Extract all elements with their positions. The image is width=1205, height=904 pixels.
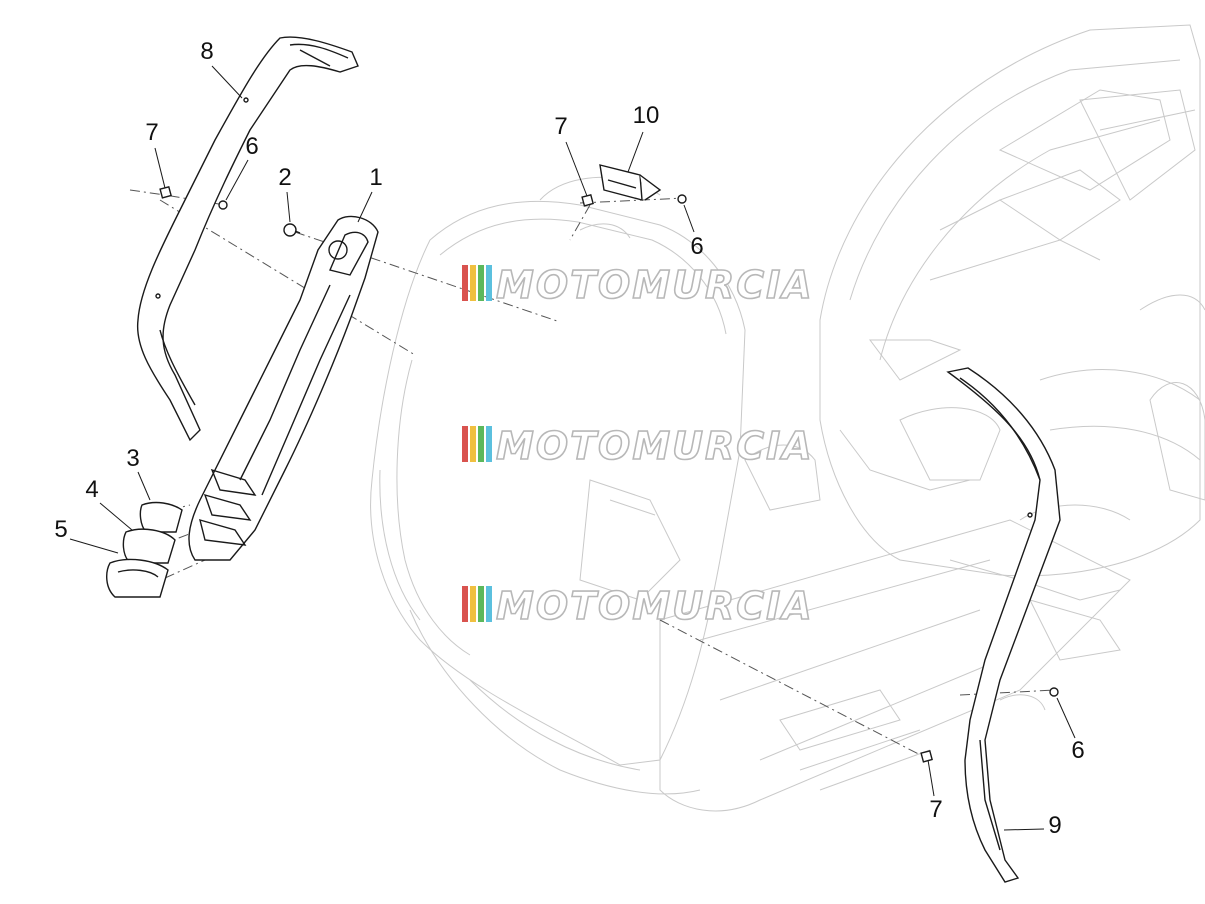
watermark-text: MOTOMURCIA [496,424,814,468]
watermark-stripe [486,426,492,462]
callout-leader-c7b [565,141,588,197]
callout-leader-c6b [683,204,695,233]
part-9-right-trim [946,367,1061,883]
callout-leader-c9 [1003,828,1045,831]
callout-leader-c2 [286,191,291,223]
callout-label-c7b: 7 [554,113,567,140]
part-10-bracket [599,164,662,201]
scooter-body-outline [370,24,1205,812]
watermark-stripe [462,586,468,622]
watermark-stripe [462,265,468,301]
callout-leader-c3 [137,471,151,501]
callout-labels: 1 2 3 45 6 6 6 7 7 7 8 9 10 [54,38,1084,839]
callout-leader-c6a [225,159,249,201]
watermark-stripe [478,265,484,301]
callout-label-c4: 4 [85,476,98,503]
watermark-text: MOTOMURCIA [496,584,814,628]
callout-label-c2: 2 [278,164,291,191]
callout-label-c3: 3 [126,445,139,472]
watermark-top: MOTOMURCIA [462,262,814,308]
part-8-left-trim [136,36,359,442]
part-5-badge [106,558,169,598]
callout-label-c1: 1 [369,164,382,191]
watermark-stripe [462,426,468,462]
callout-label-c5: 5 [54,516,67,543]
watermark-stripe [486,586,492,622]
watermark-stripe [470,426,476,462]
callout-label-c7a: 7 [145,119,158,146]
callout-leader-c5 [69,538,119,554]
callout-label-c6a: 6 [245,133,258,160]
callout-label-c6c: 6 [1071,737,1084,764]
callout-label-c8: 8 [200,38,213,65]
callout-label-c7c: 7 [929,796,942,823]
clip-and-screw-markers [159,185,1059,763]
watermark-stripe [470,265,476,301]
callout-leader-c7a [154,147,166,189]
part-1-horn-cover [188,215,379,561]
callout-leader-c7c [927,759,935,797]
watermark-stripe [470,586,476,622]
callout-label-c6b: 6 [690,233,703,260]
watermark-stripe [486,265,492,301]
callout-leader-c4 [99,502,133,531]
watermark-stripe [478,426,484,462]
callout-label-c10: 10 [633,102,660,129]
callout-label-c9: 9 [1048,812,1061,839]
part-3-badge [139,501,183,533]
part-4-badge [122,528,176,564]
watermark-bottom: MOTOMURCIA [462,583,814,629]
watermark-text: MOTOMURCIA [496,263,814,307]
callout-leader-c8 [211,65,243,99]
part-2-screw [283,223,301,237]
watermark-middle: MOTOMURCIA [462,423,814,469]
callout-leader-c6c [1056,697,1076,739]
watermark-stripe [478,586,484,622]
callout-leader-c10 [627,131,644,173]
callout-leader-c1 [357,191,373,223]
